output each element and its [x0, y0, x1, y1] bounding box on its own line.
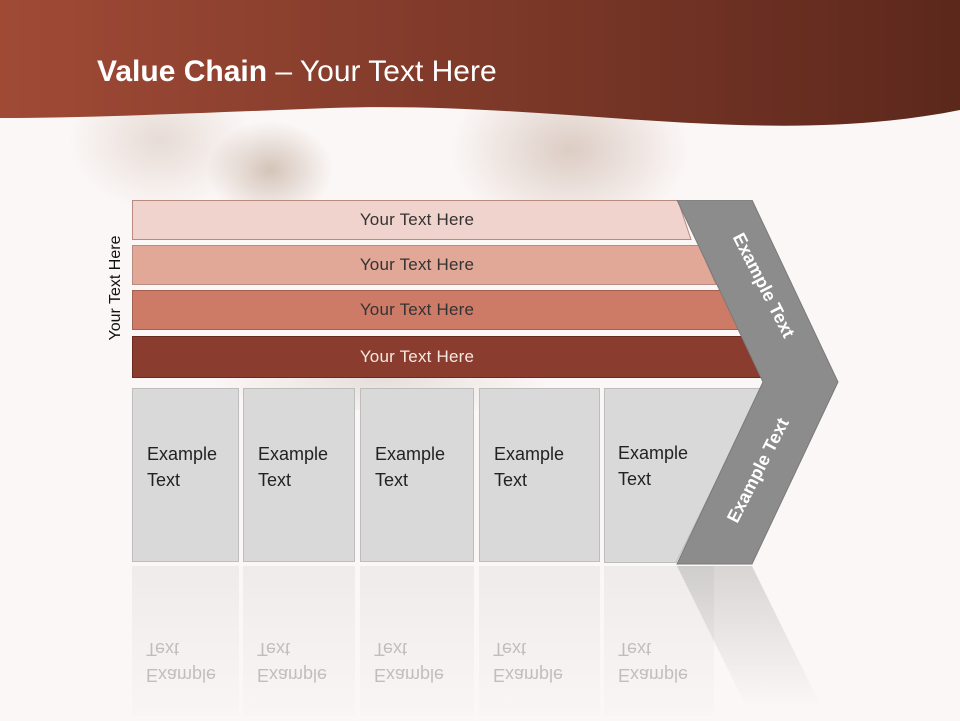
band-1-label: Your Text Here: [359, 210, 475, 229]
title-banner: Value Chain – Your Text Here: [0, 0, 960, 140]
box-4-line-1: Example: [494, 444, 565, 464]
box-3-line-1: Example: [375, 444, 446, 464]
box-5-text: Example Text: [618, 440, 728, 492]
title-main: Value Chain: [97, 55, 268, 88]
activity-box-4: Example Text: [479, 388, 600, 562]
activity-box-1: Example Text: [132, 388, 239, 562]
vertical-label: Your Text Here: [107, 235, 124, 341]
box-1-line-2: Text: [147, 470, 181, 490]
box-5-line-2: Text: [618, 469, 652, 489]
title-rest: – Your Text Here: [267, 55, 497, 88]
band-3-label: Your Text Here: [359, 300, 475, 319]
box-5-line-1: Example: [618, 443, 689, 463]
activity-box-3: Example Text: [360, 388, 474, 562]
box-3-line-2: Text: [375, 470, 409, 490]
activity-box-5: Example Text: [604, 388, 764, 569]
margin-chevron: Example Text Example Text: [676, 199, 846, 575]
band-4-label: Your Text Here: [359, 347, 475, 366]
box-2-line-1: Example: [258, 444, 329, 464]
box-4-line-2: Text: [494, 470, 528, 490]
box-1-line-1: Example: [147, 444, 218, 464]
activity-box-2: Example Text: [243, 388, 355, 562]
chevron-reflection: [676, 566, 846, 721]
box-2-line-2: Text: [258, 470, 292, 490]
page-title: Value Chain – Your Text Here: [97, 55, 497, 89]
band-2-label: Your Text Here: [359, 255, 475, 274]
